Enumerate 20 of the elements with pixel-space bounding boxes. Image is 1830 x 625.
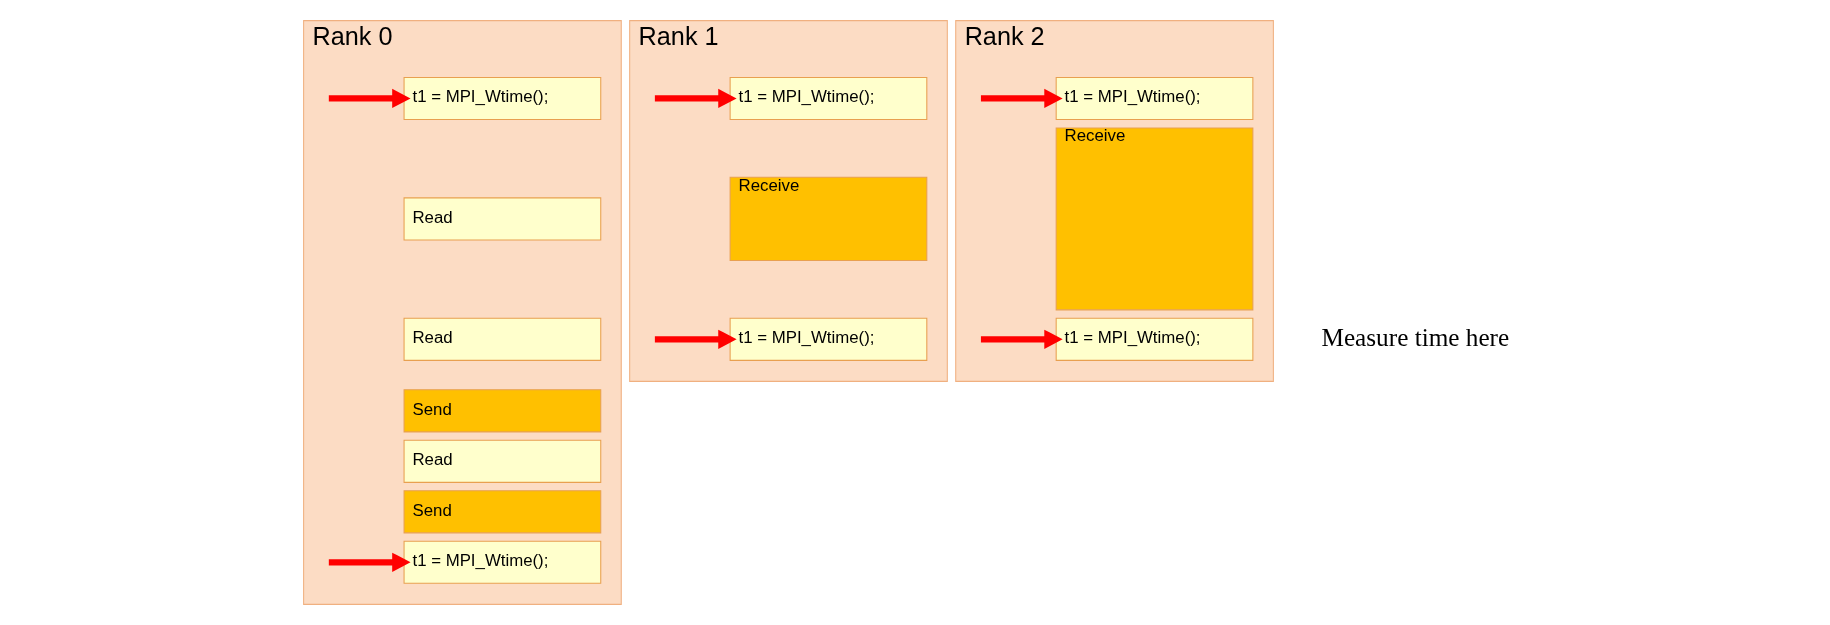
arrow [980, 88, 1063, 109]
node-box: Send [403, 490, 601, 534]
node-box: Read [403, 439, 601, 483]
arrow [654, 88, 737, 109]
label: Measure time here [1320, 323, 1509, 351]
node-box: t1 = MPI_Wtime(); [403, 76, 601, 121]
arrow [328, 552, 411, 572]
node-box: t1 = MPI_Wtime(); [1055, 317, 1253, 361]
arrow [980, 329, 1063, 349]
node-box: t1 = MPI_Wtime(); [729, 317, 927, 361]
node-box: Read [403, 317, 601, 361]
node-box: Read [403, 197, 601, 241]
node-box: t1 = MPI_Wtime(); [729, 76, 927, 121]
node-box: Receive [729, 176, 927, 261]
node-box: Send [403, 389, 601, 433]
arrow [328, 88, 411, 109]
node-box: t1 = MPI_Wtime(); [1055, 76, 1253, 121]
node-box: Receive [1055, 127, 1253, 311]
arrow [654, 329, 737, 349]
node-box: t1 = MPI_Wtime(); [403, 540, 601, 584]
